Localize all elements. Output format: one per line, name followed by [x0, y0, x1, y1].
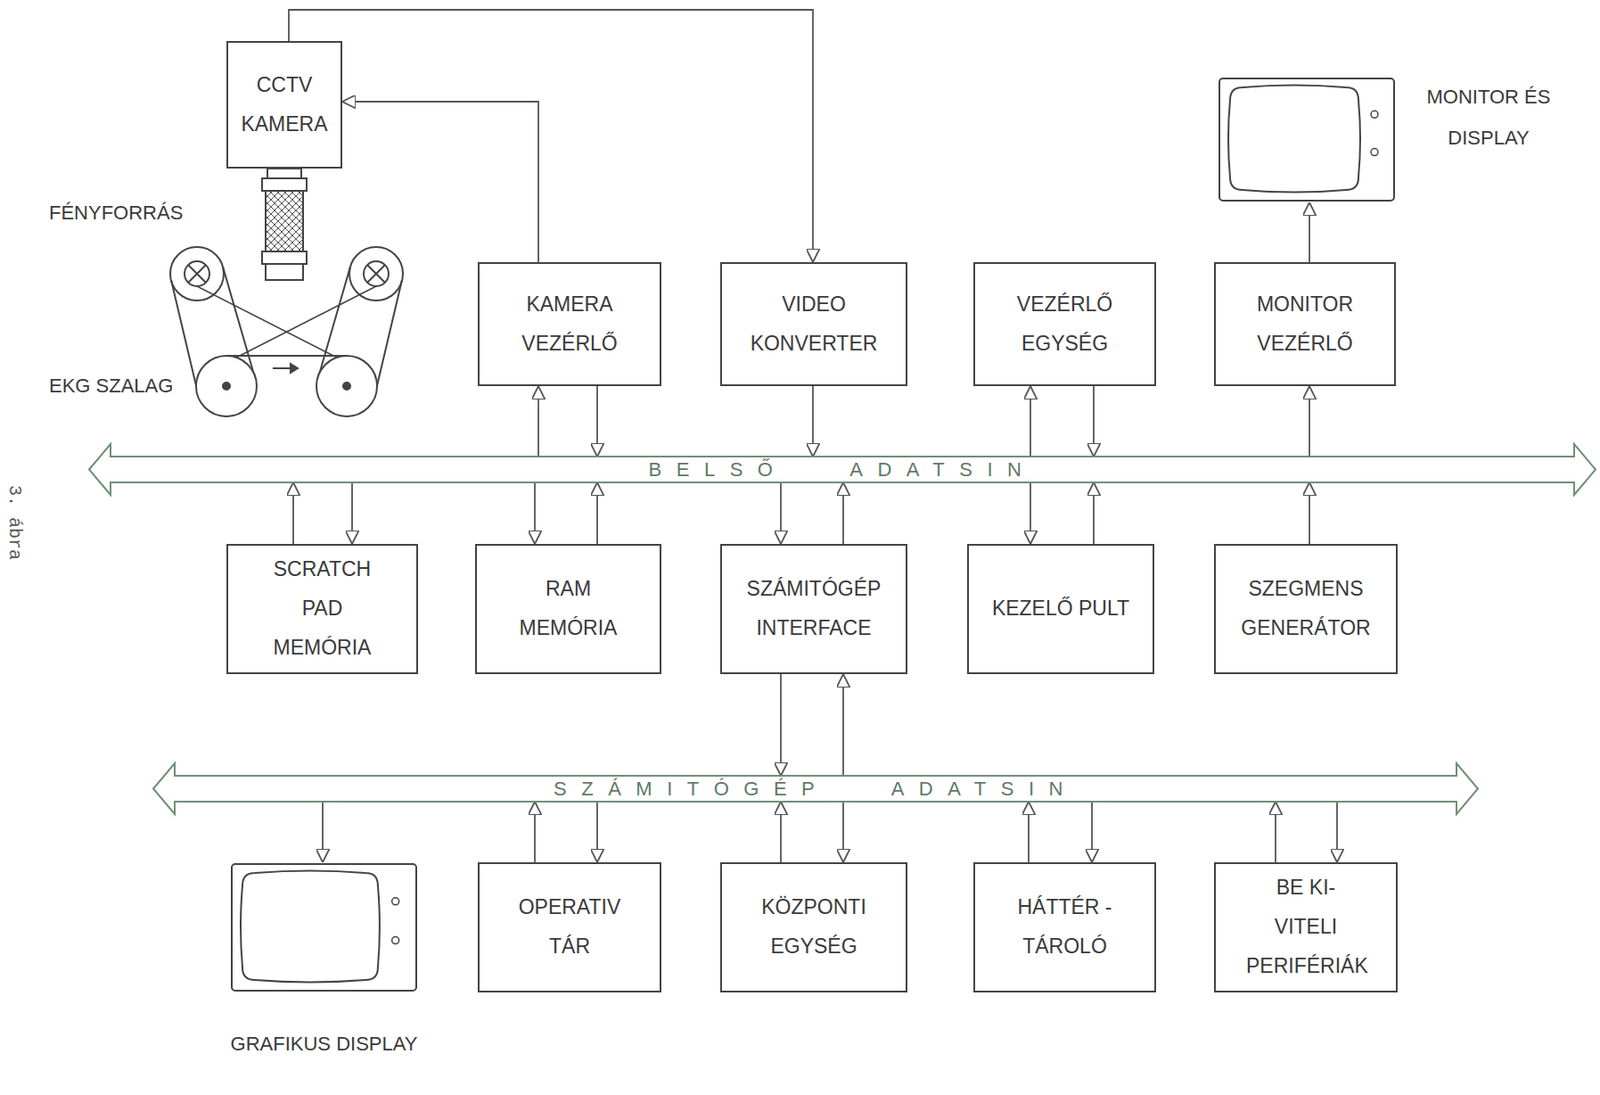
- figure-label: EKG SZALAG: [49, 374, 173, 398]
- process-box: VIDEO KONVERTER: [720, 262, 908, 386]
- connector-arrow: [1308, 482, 1311, 544]
- node-label: BE KI- VITELI PERIFÉRIÁK: [1246, 868, 1366, 985]
- node-label: OPERATIV TÁR: [500, 887, 640, 966]
- process-box: SCRATCH PAD MEMÓRIA: [226, 543, 419, 674]
- data-bus: SZÁMITÓGÉP ADATSIN: [153, 775, 1478, 802]
- monitor-drawing: [1217, 76, 1396, 203]
- process-box: VEZÉRLŐ EGYSÉG: [973, 262, 1157, 386]
- node-label: KEZELŐ PULT: [992, 589, 1130, 629]
- connector-arrow: [321, 801, 324, 862]
- process-box: KAMERA VEZÉRLŐ: [477, 262, 662, 386]
- connector-arrow: [596, 801, 599, 862]
- data-bus: BELSŐ ADATSIN: [89, 456, 1596, 483]
- monitor-screen: [1228, 85, 1361, 193]
- figure-label: FÉNYFORRÁS: [49, 201, 183, 225]
- node-label: VEZÉRLŐ EGYSÉG: [995, 285, 1135, 363]
- display-unit: GRAFIKUS DISPLAY: [229, 861, 419, 1090]
- node-label: HÁTTÉR - TÁROLÓ: [995, 887, 1135, 966]
- connector-arrow: [779, 482, 782, 544]
- connector-arrow: [842, 673, 845, 776]
- node-label: SZÁMITÓGÉP ADATSIN: [553, 775, 1078, 802]
- monitor-icon: [231, 863, 417, 991]
- bus-arrow: [153, 763, 1478, 814]
- process-box: MONITOR VEZÉRLŐ: [1214, 262, 1396, 386]
- node-label: GRAFIKUS DISPLAY: [229, 1031, 419, 1057]
- node-label: BELSŐ ADATSIN: [648, 456, 1037, 483]
- process-box: OPERATIV TÁR: [477, 861, 662, 993]
- node-label: VIDEO KONVERTER: [744, 285, 884, 363]
- node-label: SZEGMENS GENERÁTOR: [1236, 569, 1376, 648]
- ekg-tape-reels: [196, 355, 378, 417]
- connector-arrow: [533, 482, 536, 544]
- connector-arrow: [1091, 801, 1093, 862]
- connector-arrow: [288, 9, 813, 263]
- monitor-case: [1219, 78, 1395, 201]
- connector-arrow: [1308, 202, 1311, 263]
- process-box: SZEGMENS GENERÁTOR: [1214, 543, 1398, 674]
- connector-arrow: [812, 385, 814, 457]
- node-label: SCRATCH PAD MEMÓRIA: [255, 549, 390, 667]
- monitor-screen: [240, 870, 380, 983]
- connector-arrow: [1092, 385, 1095, 457]
- node-label: RAM MEMÓRIA: [501, 569, 636, 648]
- lens: [262, 168, 307, 280]
- node-label: CCTV KAMERA: [235, 65, 334, 144]
- connector-arrow: [1029, 482, 1032, 544]
- node-label: KAMERA VEZÉRLŐ: [500, 285, 640, 363]
- bus-arrow: [89, 443, 1596, 495]
- figure-number: 3. ábra: [4, 484, 25, 560]
- connector-arrow: [596, 482, 599, 544]
- connector-arrow: [537, 385, 540, 457]
- connector-arrow: [596, 385, 599, 457]
- connector-arrow: [1092, 482, 1095, 544]
- node-label: SZÁMITÓGÉP INTERFACE: [744, 569, 884, 648]
- connector-arrow: [842, 482, 845, 544]
- node-label: MONITOR VEZÉRLŐ: [1235, 285, 1375, 363]
- monitor-knob: [1370, 148, 1379, 156]
- connector-arrow: [1274, 801, 1277, 862]
- connector-arrow: [533, 801, 536, 862]
- process-box: CCTV KAMERA: [226, 41, 343, 169]
- monitor-case: [231, 863, 417, 991]
- display-unit: MONITOR ÉS DISPLAY: [1217, 76, 1575, 203]
- connector-arrow: [351, 482, 353, 544]
- monitor-knob: [392, 897, 400, 905]
- monitor-knob: [392, 936, 400, 944]
- process-box: HÁTTÉR - TÁROLÓ: [973, 861, 1157, 993]
- process-box: KÖZPONTI EGYSÉG: [720, 861, 908, 993]
- display-drawing: [229, 861, 419, 993]
- connector-arrow: [1308, 385, 1311, 457]
- connector-arrow: [779, 673, 782, 776]
- connector-arrow: [842, 801, 845, 862]
- node-label: KÖZPONTI EGYSÉG: [744, 887, 884, 966]
- node-label: MONITOR ÉS DISPLAY: [1426, 76, 1551, 159]
- connector-arrow: [342, 101, 539, 263]
- connector-arrow: [1336, 801, 1338, 862]
- process-box: SZÁMITÓGÉP INTERFACE: [720, 543, 908, 674]
- process-box: RAM MEMÓRIA: [475, 543, 662, 674]
- connector-arrow: [292, 482, 295, 544]
- connector-arrow: [779, 801, 782, 862]
- connector-arrow: [1029, 385, 1032, 457]
- monitor-icon: [1219, 78, 1395, 201]
- connector-arrow: [1027, 801, 1030, 862]
- process-box: BE KI- VITELI PERIFÉRIÁK: [1214, 861, 1398, 993]
- monitor-knob: [1370, 110, 1379, 118]
- process-box: KEZELŐ PULT: [967, 543, 1155, 674]
